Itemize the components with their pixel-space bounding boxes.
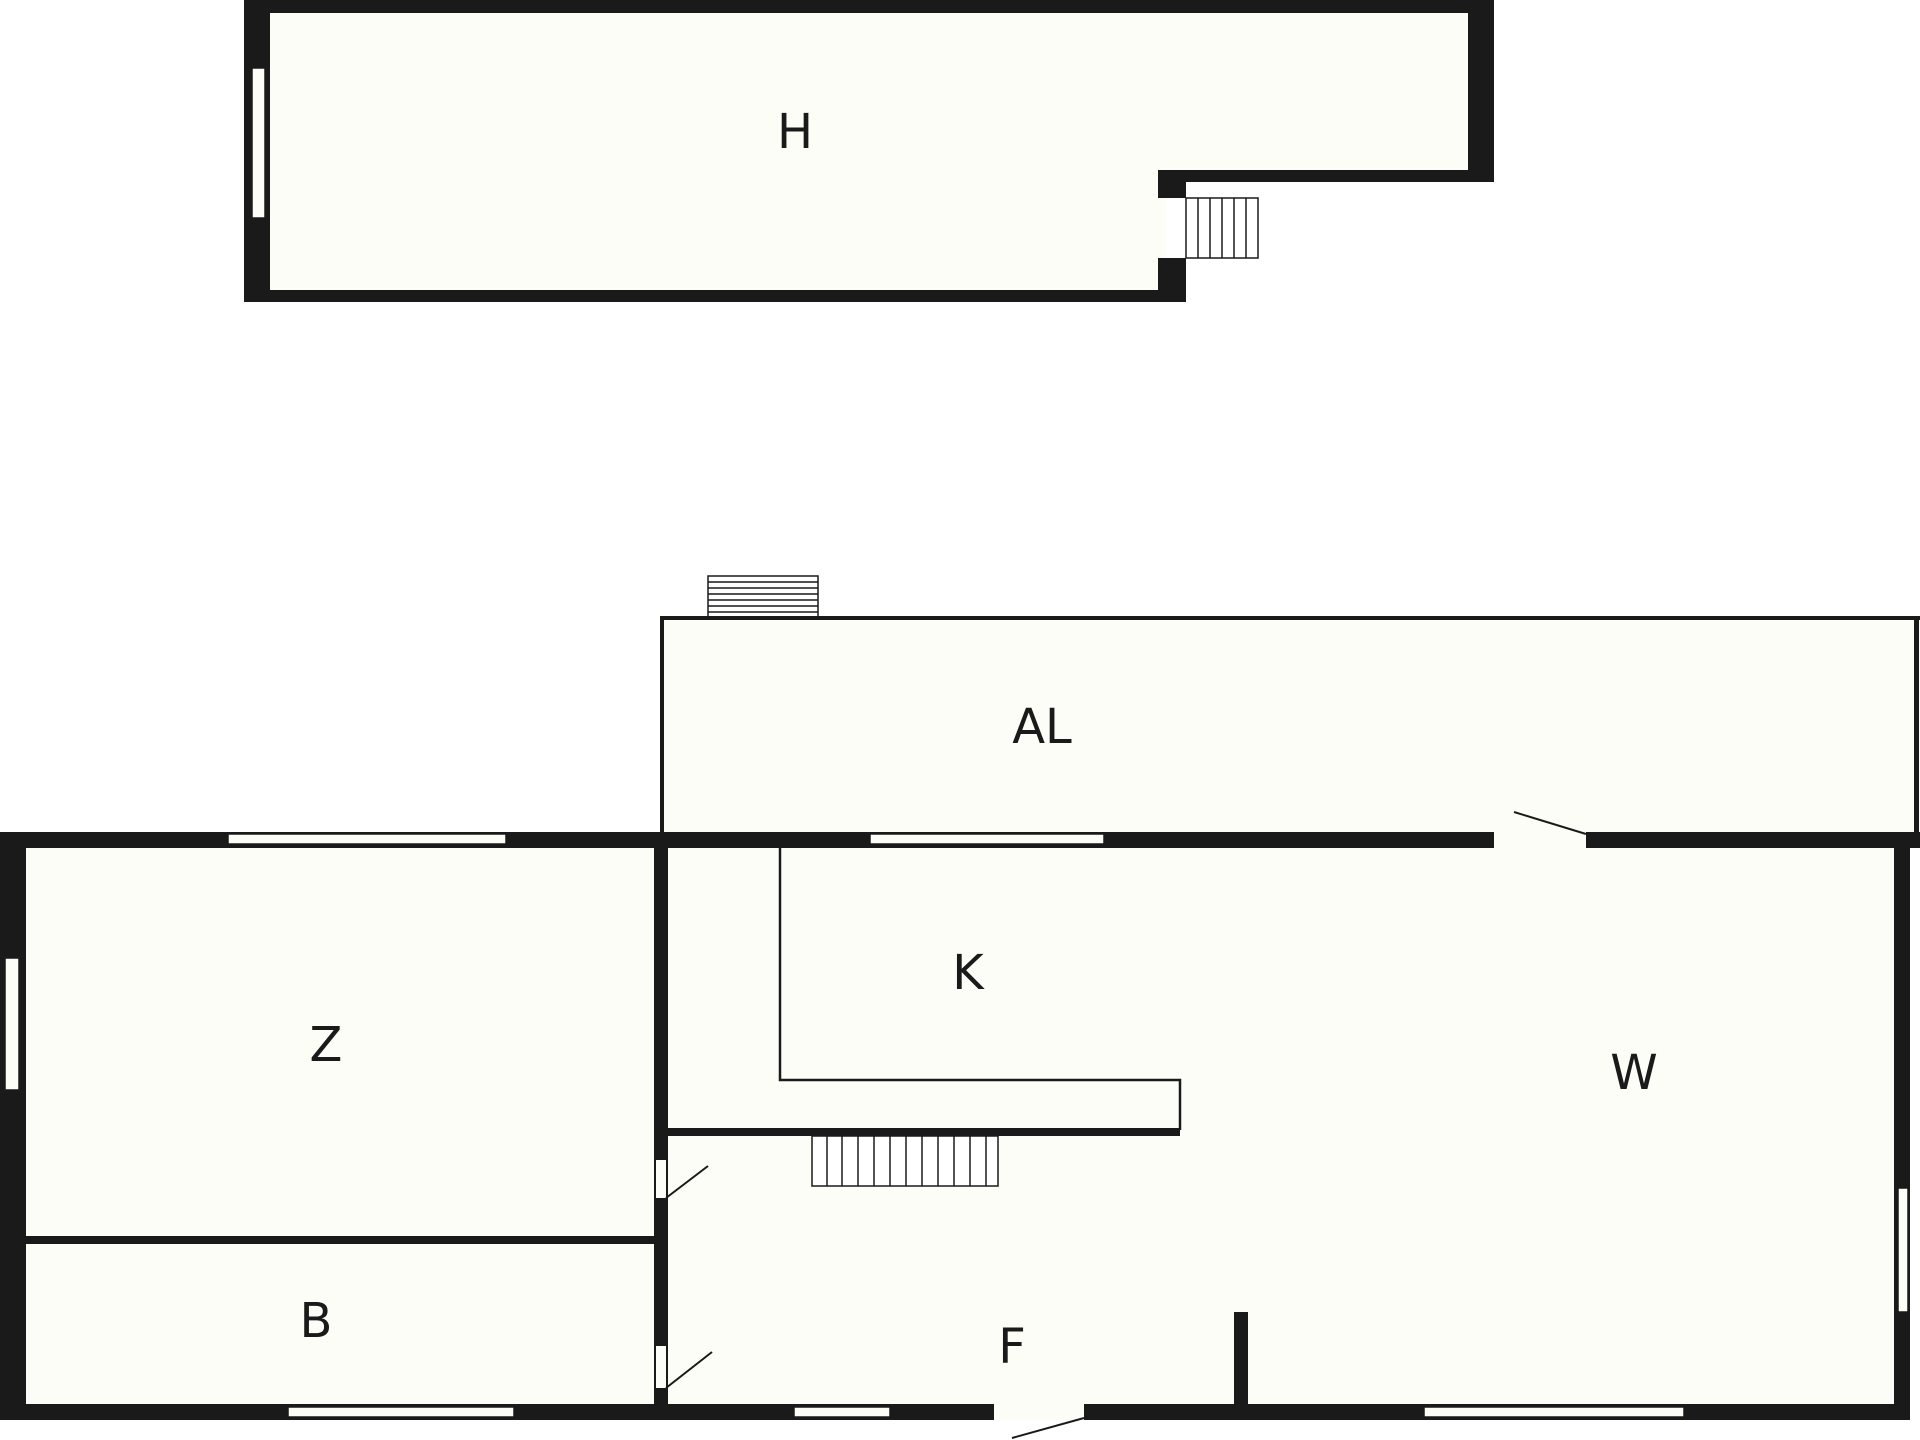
door-swing — [665, 1351, 713, 1389]
room-z-floor — [26, 848, 654, 1238]
upper-floor: H — [244, 0, 1494, 302]
wall — [1234, 1312, 1248, 1412]
room-label-al: AL — [1012, 699, 1072, 755]
room-label-w: W — [1610, 1045, 1657, 1101]
stairs-icon — [811, 1135, 999, 1187]
window — [1897, 1187, 1909, 1313]
wall — [1914, 616, 1919, 836]
room-label-z: Z — [310, 1017, 343, 1073]
room-kwf-floor — [668, 848, 1894, 1404]
door-opening — [1494, 832, 1586, 848]
window — [793, 1406, 891, 1418]
stairs-icon — [707, 575, 819, 619]
door-opening — [656, 1160, 666, 1198]
wall — [660, 616, 1920, 620]
wall — [26, 1236, 654, 1244]
window — [1423, 1406, 1685, 1418]
window — [4, 957, 20, 1091]
wall — [654, 832, 668, 1420]
wall — [1894, 832, 1910, 1420]
wall — [1158, 258, 1186, 302]
window — [251, 67, 266, 219]
stairs-icon — [1185, 197, 1259, 259]
window — [287, 1406, 515, 1418]
door-opening — [994, 1404, 1084, 1420]
wall — [1468, 0, 1494, 182]
wall — [668, 1128, 1180, 1136]
room-label-f: F — [998, 1319, 1026, 1375]
door-opening — [656, 1346, 666, 1388]
room-label-h: H — [777, 104, 813, 160]
wall — [1158, 170, 1494, 182]
ground-floor: AL K W Z B F — [0, 575, 1920, 1439]
window — [869, 833, 1105, 845]
room-al-floor — [662, 620, 1914, 833]
room-label-k: K — [952, 945, 985, 1001]
door-swing — [1011, 1417, 1085, 1439]
door-swing — [1513, 811, 1587, 835]
room-h-floor — [256, 12, 1478, 294]
wall — [0, 832, 26, 1420]
room-b-floor — [26, 1244, 654, 1404]
door-swing — [665, 1165, 709, 1199]
wall — [244, 0, 1494, 13]
wall — [1158, 170, 1186, 198]
wall — [244, 290, 1186, 302]
window — [227, 833, 507, 845]
room-label-b: B — [300, 1293, 333, 1349]
kitchen-counter — [778, 848, 1182, 1130]
wall — [660, 616, 664, 836]
